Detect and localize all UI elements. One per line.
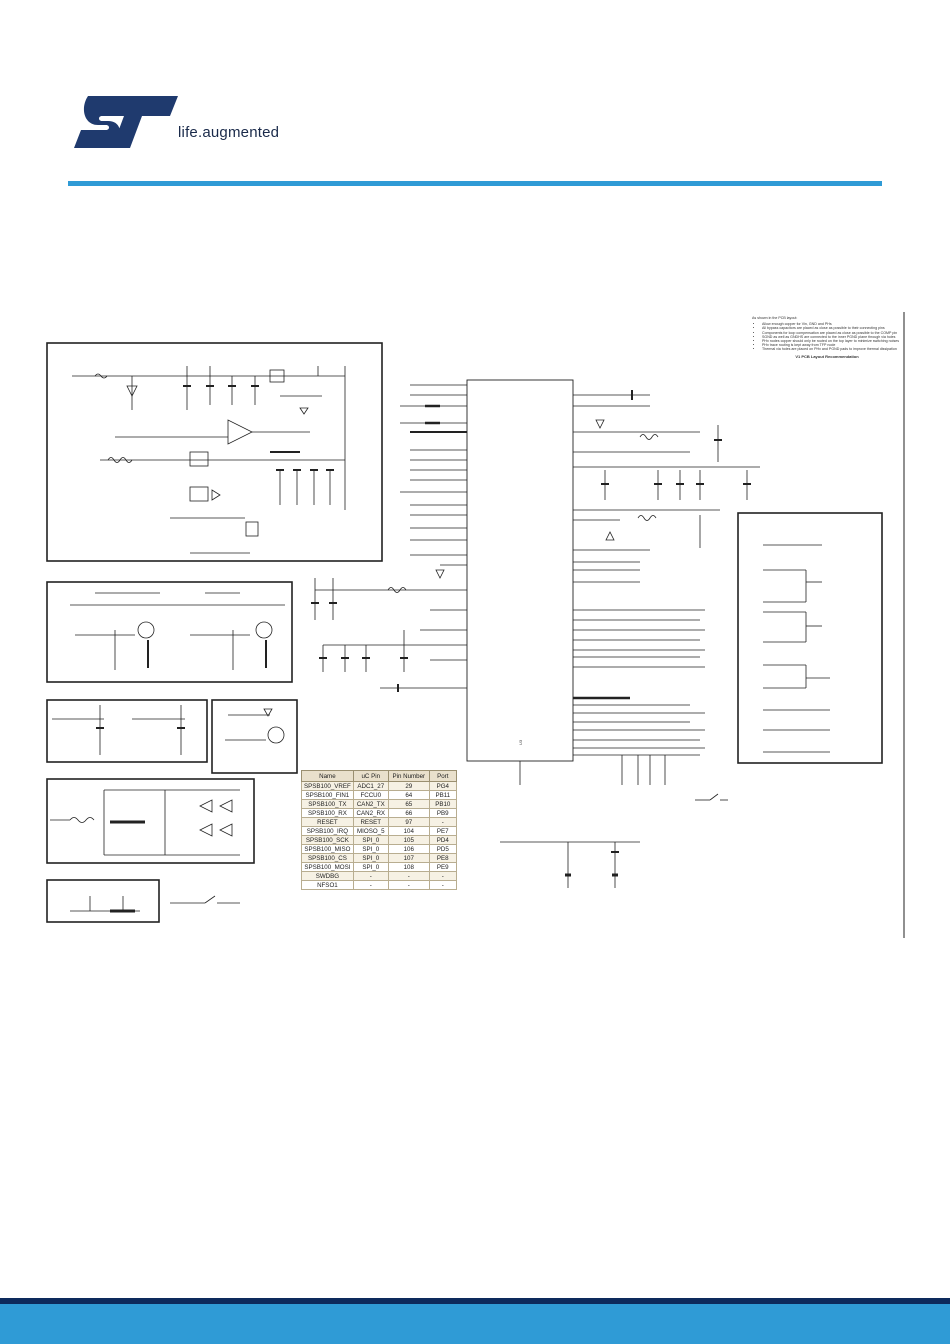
cell: 108 bbox=[387, 862, 430, 872]
table-row: SWDBG--- bbox=[301, 871, 457, 881]
cell: PB10 bbox=[428, 799, 457, 809]
cell: PE7 bbox=[428, 826, 457, 836]
ic-left-pins bbox=[311, 384, 467, 692]
cell: PG4 bbox=[428, 781, 457, 791]
transceiver-block bbox=[50, 789, 240, 856]
cell: - bbox=[428, 817, 457, 827]
cell: - bbox=[387, 871, 430, 881]
cell: SPSB100_CS bbox=[301, 853, 354, 863]
cell: CAN2_RX bbox=[352, 808, 389, 818]
notes-bullet: Allow enough copper for Vin, GND and PHs bbox=[762, 322, 902, 326]
pcb-layout-notes: As shown in the PCB layout: Allow enough… bbox=[752, 316, 902, 361]
column-header: Port bbox=[428, 770, 457, 782]
cell: SPI_0 bbox=[352, 853, 389, 863]
brand-tagline: life.augmented bbox=[178, 124, 280, 141]
header-rule bbox=[68, 181, 882, 186]
cell: RESET bbox=[301, 817, 354, 827]
connector-block bbox=[763, 544, 830, 753]
cell: 105 bbox=[387, 835, 430, 845]
cell: RESET bbox=[352, 817, 389, 827]
notes-bullet: Thermal via holes are placed on PHx and … bbox=[762, 347, 902, 351]
cell: SPI_0 bbox=[352, 835, 389, 845]
cell: PD5 bbox=[428, 844, 457, 854]
debug-block bbox=[70, 895, 240, 913]
notes-bullet: Components for loop compensation are pla… bbox=[762, 331, 902, 335]
cell: 107 bbox=[387, 853, 430, 863]
cell: PE8 bbox=[428, 853, 457, 863]
bottom-network bbox=[500, 793, 728, 888]
cell: - bbox=[352, 871, 389, 881]
cell: SPSB100_TX bbox=[301, 799, 354, 809]
cell: SPSB100_SCK bbox=[301, 835, 354, 845]
footer-dark-band bbox=[0, 1298, 950, 1304]
cell: FCCU0 bbox=[352, 790, 389, 800]
main-ic bbox=[466, 379, 574, 762]
notes-bullet: PHx nodes copper should only be routed o… bbox=[762, 339, 902, 343]
cell: 104 bbox=[387, 826, 430, 836]
cell: SPSB100_MISO bbox=[301, 844, 354, 854]
switch-block bbox=[70, 592, 285, 670]
column-header: Pin Number bbox=[387, 770, 430, 782]
ic-reference-label: U3 bbox=[518, 739, 524, 746]
cell: PB11 bbox=[428, 790, 457, 800]
notes-bullet: All bypass capacitors are placed as clos… bbox=[762, 326, 902, 330]
notes-bullet: PHx trace routing is kept away from TFP … bbox=[762, 343, 902, 347]
cell: PB9 bbox=[428, 808, 457, 818]
cell: - bbox=[428, 880, 457, 890]
notes-bullet: SGND as well as GNDHS are connected to t… bbox=[762, 335, 902, 339]
cell: MIOSO_5 bbox=[352, 826, 389, 836]
cell: 106 bbox=[387, 844, 430, 854]
cell: - bbox=[387, 880, 430, 890]
cell: SPSB100_IRQ bbox=[301, 826, 354, 836]
cell: NFSO1 bbox=[301, 880, 354, 890]
notes-intro: As shown in the PCB layout: bbox=[752, 316, 798, 320]
pin-assignment-table: Name uC Pin Pin Number Port SPSB100_VREF… bbox=[301, 770, 457, 890]
cell: 29 bbox=[387, 781, 430, 791]
cell: SPSB100_VREF bbox=[301, 781, 354, 791]
notes-bullet-list: Allow enough copper for Vin, GND and PHs… bbox=[752, 322, 902, 351]
cell: SPSB100_MOSI bbox=[301, 862, 354, 872]
cell: SPSB100_RX bbox=[301, 808, 354, 818]
small-blocks bbox=[52, 705, 285, 755]
column-header: Name bbox=[301, 770, 354, 782]
ic-right-pins bbox=[519, 390, 760, 785]
cell: ADC1_27 bbox=[352, 781, 389, 791]
cell: 66 bbox=[387, 808, 430, 818]
cell: - bbox=[428, 871, 457, 881]
cell: PE9 bbox=[428, 862, 457, 872]
cell: 97 bbox=[387, 817, 430, 827]
table-row: NFSO1--- bbox=[301, 880, 457, 890]
cell: CAN2_TX bbox=[352, 799, 389, 809]
column-header: uC Pin bbox=[352, 770, 389, 782]
power-block bbox=[72, 366, 346, 554]
st-logo-icon bbox=[74, 96, 178, 148]
block-boxes bbox=[46, 342, 883, 923]
footer-blue-band bbox=[0, 1304, 950, 1344]
table-header-row: Name uC Pin Pin Number Port bbox=[301, 770, 457, 782]
notes-heading: V1 PCB Layout Recommendation bbox=[795, 353, 859, 359]
cell: SPI_0 bbox=[352, 862, 389, 872]
cell: 65 bbox=[387, 799, 430, 809]
cell: PD4 bbox=[428, 835, 457, 845]
cell: 64 bbox=[387, 790, 430, 800]
cell: SPI_0 bbox=[352, 844, 389, 854]
cell: - bbox=[352, 880, 389, 890]
cell: SPSB100_FIN1 bbox=[301, 790, 354, 800]
cell: SWDBG bbox=[301, 871, 354, 881]
